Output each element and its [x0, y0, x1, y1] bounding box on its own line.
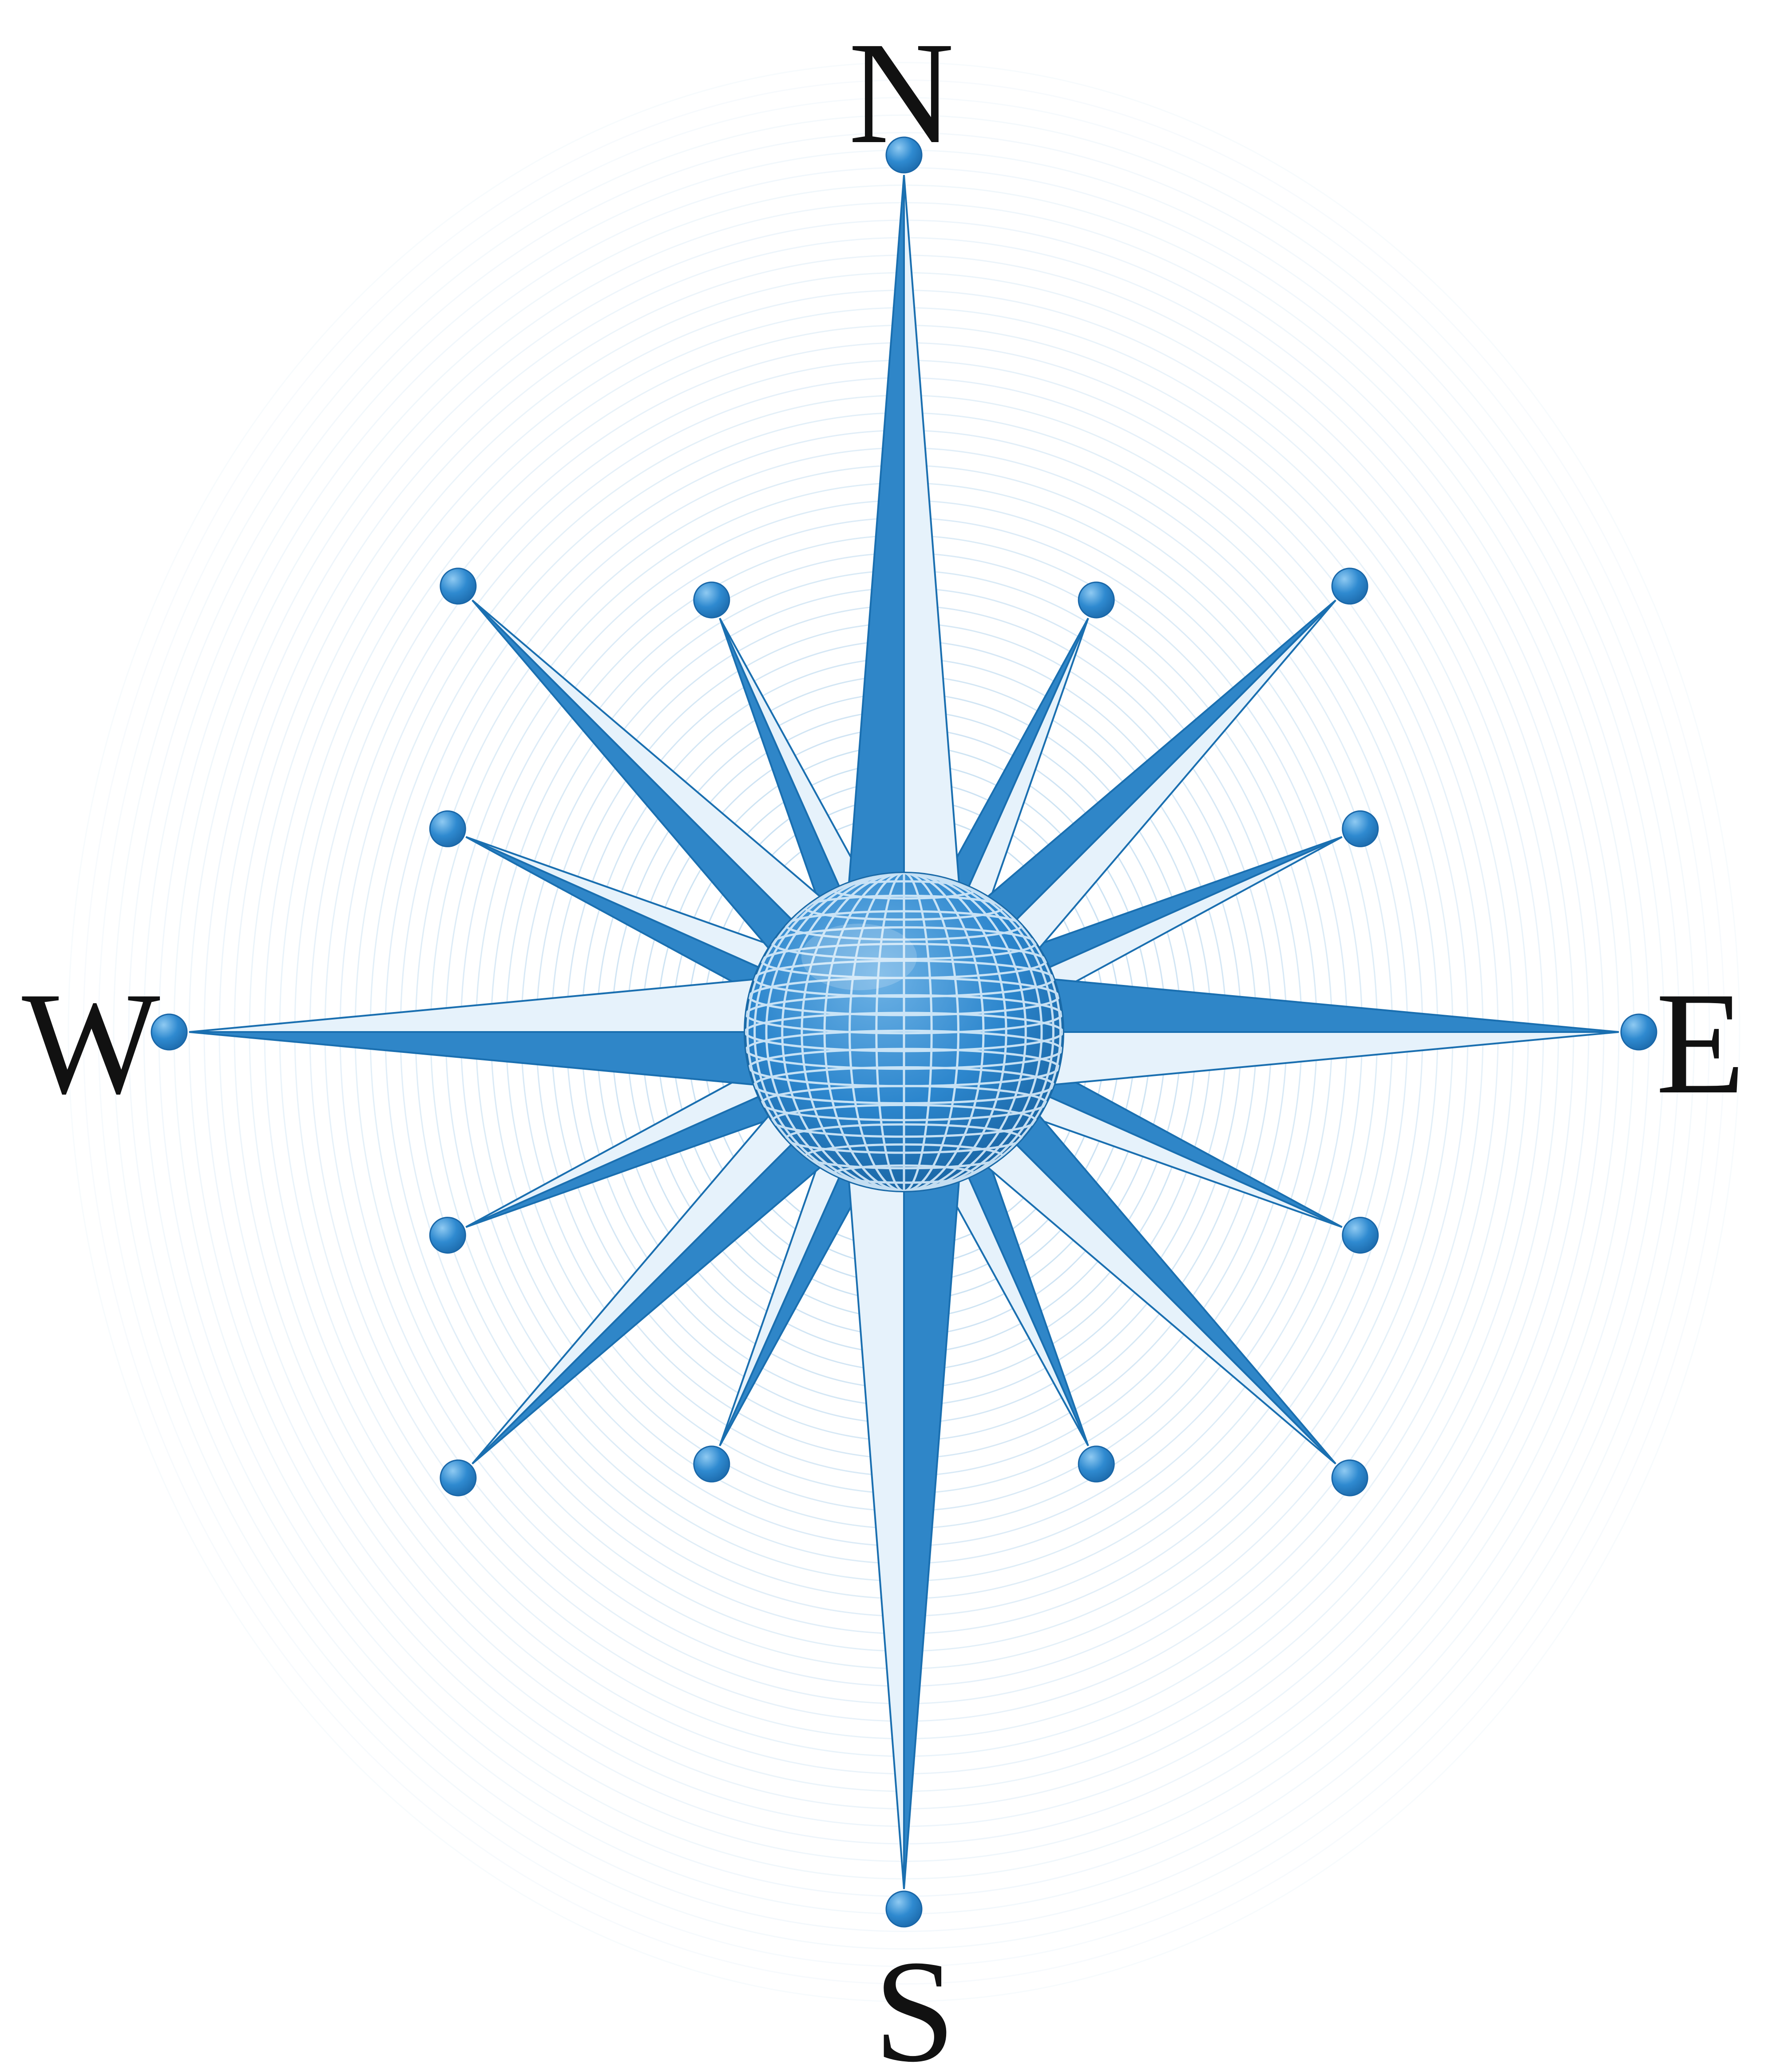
ring — [98, 97, 1710, 1967]
ball-tip-icon — [440, 568, 477, 605]
ball-tip-icon — [885, 136, 923, 174]
east-label: E — [1656, 962, 1745, 1124]
globe-longitude — [746, 873, 1062, 1191]
globe-longitude — [801, 873, 1007, 1191]
ball-tip-icon — [1342, 1217, 1379, 1254]
ball-tip-icon — [885, 1890, 923, 1928]
globe-longitude — [765, 873, 1043, 1191]
ball-tip-icon — [693, 581, 730, 619]
globe-longitude — [823, 873, 985, 1191]
ball-tip-icon — [1342, 810, 1379, 847]
ball-tip-icon — [429, 1217, 466, 1254]
globe-longitude — [781, 873, 1027, 1191]
west-label: W — [22, 962, 162, 1124]
ring — [83, 79, 1725, 1985]
ball-tip-icon — [1078, 1445, 1115, 1483]
ball-tip-icon — [429, 810, 466, 847]
ring — [128, 132, 1680, 1932]
ball-tip-icon — [440, 1459, 477, 1496]
globe-longitude — [875, 873, 933, 1191]
ball-tip-icon — [1620, 1013, 1657, 1051]
ball-tips — [151, 136, 1657, 1928]
ball-tip-icon — [1331, 1459, 1368, 1496]
globe-icon — [744, 872, 1064, 1192]
ring — [67, 62, 1740, 2002]
ball-tip-icon — [1078, 581, 1115, 619]
globe-longitude — [753, 873, 1054, 1191]
globe-longitude — [848, 873, 959, 1191]
ball-tip-icon — [151, 1013, 188, 1051]
north-label: N — [848, 12, 954, 174]
ball-tip-icon — [1331, 568, 1368, 605]
ball-tip-icon — [693, 1445, 730, 1483]
ring — [113, 114, 1695, 1950]
south-label: S — [874, 1930, 955, 2072]
